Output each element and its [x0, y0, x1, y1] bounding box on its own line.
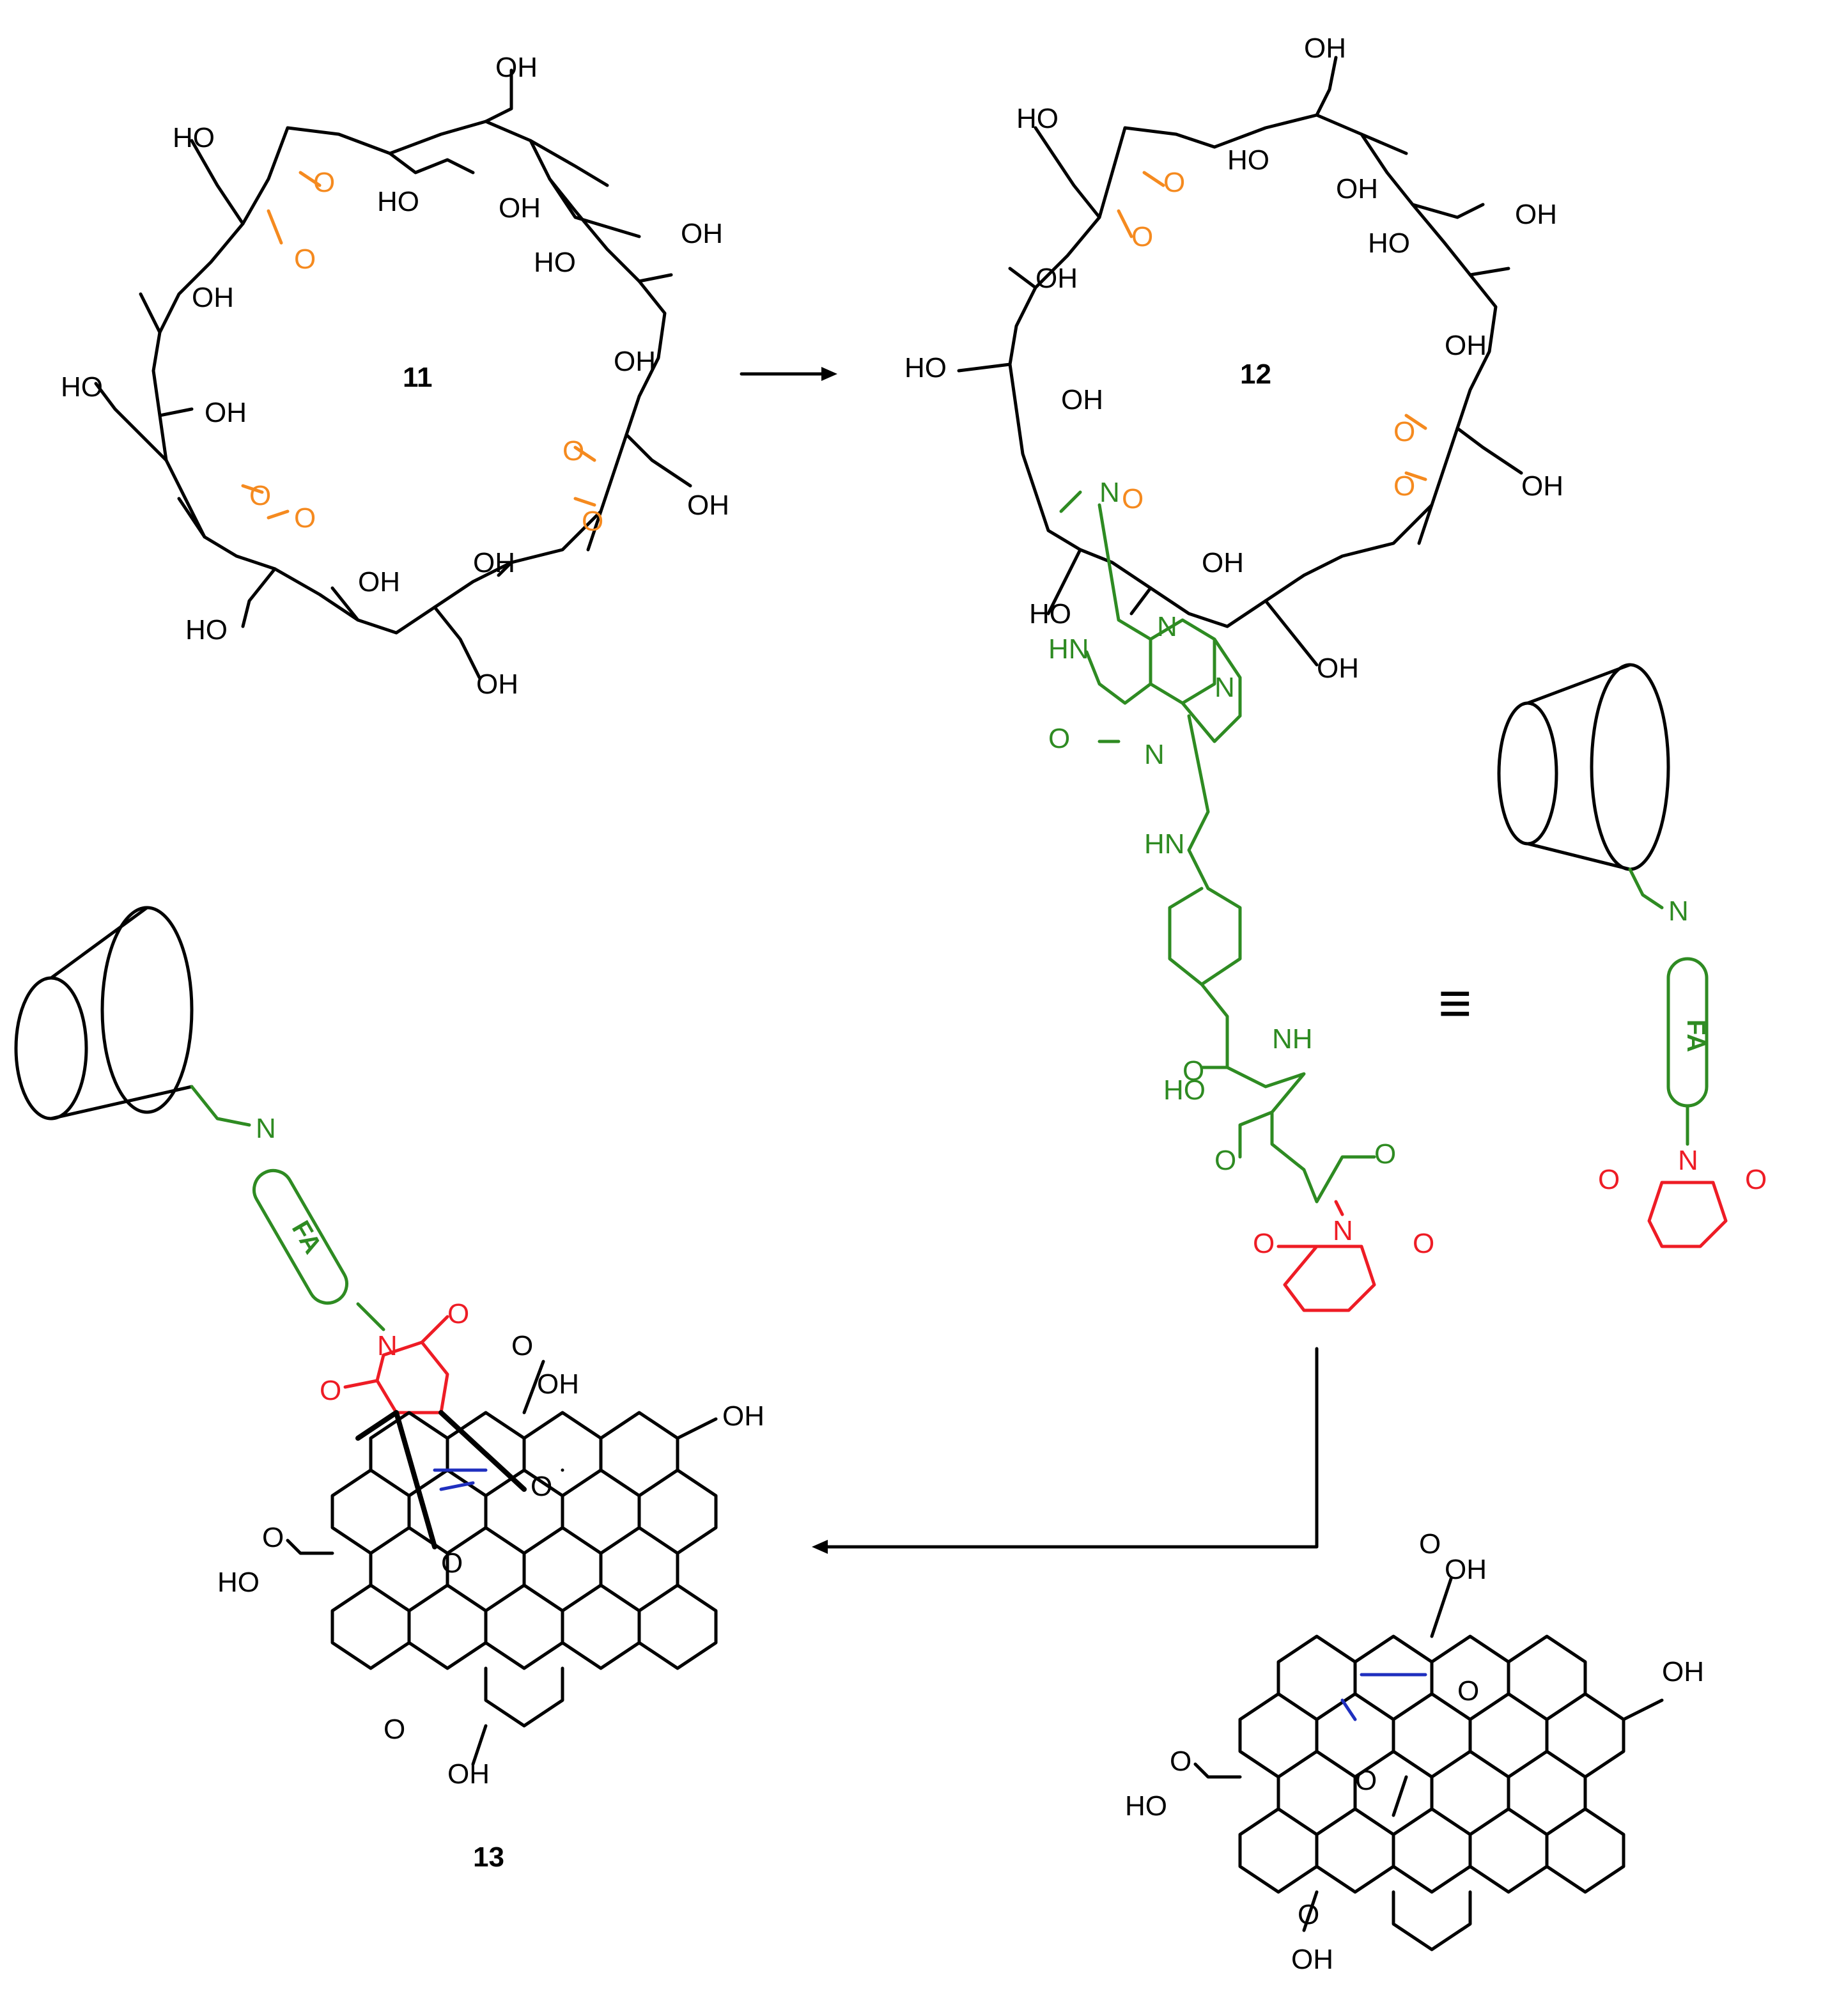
aldehyde-o-label: O: [582, 506, 603, 537]
cartoon-maleimide-n-label: N: [1678, 1145, 1698, 1176]
cartoon-imine-n-label: N: [1668, 896, 1689, 927]
epoxide-o-label: O: [531, 1471, 552, 1502]
cooh-ho-label: HO: [217, 1567, 260, 1598]
cooh-oh-label: OH: [1291, 1944, 1333, 1975]
oh-label: OH: [1662, 1656, 1704, 1687]
fa-label: FA: [286, 1216, 327, 1259]
ho-label: HO: [1029, 598, 1071, 630]
oh-label: OH: [1515, 199, 1557, 230]
ho-label: HO: [1227, 144, 1269, 176]
nh-label: NH: [1272, 1023, 1313, 1055]
imine-n-label: N: [1099, 477, 1120, 508]
oh-label: OH: [1317, 653, 1359, 684]
succinimide-o-label: O: [320, 1375, 341, 1406]
n-label: N: [1144, 739, 1165, 770]
oh-label: OH: [499, 192, 541, 224]
oh-label: OH: [1304, 33, 1346, 64]
oh-label: OH: [473, 547, 515, 578]
ho-label: HO: [904, 352, 947, 384]
o-label: O: [1048, 723, 1070, 754]
n-label: N: [1157, 611, 1177, 642]
cooh-ho-label: HO: [1125, 1790, 1167, 1822]
reaction-arrow-1: [740, 367, 837, 381]
compound-11-cyclodextrin: HO HO OH OH OH HO OH OH OH OH OH HO HO O…: [61, 52, 729, 700]
n-label: N: [1214, 672, 1235, 703]
cooh-o-label: O: [511, 1330, 533, 1361]
aldehyde-o-label: O: [249, 480, 271, 511]
equivalence-sign: ≡: [1438, 972, 1472, 1035]
ho-label: HO: [534, 247, 576, 278]
cooh-o-label: O: [1170, 1746, 1191, 1777]
ho-label: HO: [185, 614, 228, 646]
epoxide-o-label: O: [1457, 1675, 1479, 1707]
maleimide-o-label: O: [1253, 1228, 1275, 1259]
epoxide-o-label: O: [441, 1547, 463, 1579]
oh-label: OH: [1445, 330, 1487, 361]
reaction-arrow-2: [812, 1347, 1319, 1554]
oh-label: OH: [687, 490, 729, 521]
imine-n-label: N: [256, 1113, 276, 1144]
aldehyde-o-label: O: [1163, 167, 1185, 198]
oh-label: OH: [476, 669, 518, 700]
aldehyde-o-label: O: [1122, 483, 1144, 515]
ho-label: HO: [61, 371, 103, 403]
o-label: O: [1214, 1145, 1236, 1176]
compound-number-11: 11: [403, 362, 433, 393]
compound-number-12: 12: [1240, 359, 1271, 390]
cooh-o-label: O: [384, 1714, 405, 1745]
compound-12-cd-folate-maleimide: HO OH HO OH OH HO OH OH OH OH HO HO OH O…: [904, 33, 1563, 1312]
aldehyde-o-label: O: [294, 502, 316, 534]
hn-label: HN: [1144, 828, 1185, 860]
cooh-oh-label: OH: [1445, 1554, 1487, 1585]
hn-label: HN: [1048, 633, 1089, 665]
aldehyde-o-label: O: [313, 167, 335, 198]
fa-label: FA: [1682, 1020, 1710, 1052]
oh-label: OH: [1202, 547, 1244, 578]
cooh-oh-label: OH: [537, 1369, 579, 1400]
compound-number-13: 13: [473, 1842, 504, 1873]
succinimide-n-label: N: [377, 1330, 398, 1361]
cooh-o-label: O: [262, 1522, 284, 1553]
ho-label: HO: [1368, 228, 1410, 259]
oh-label: OH: [1336, 173, 1378, 205]
aldehyde-o-label: O: [562, 435, 584, 467]
cooh-o-label: O: [1419, 1528, 1441, 1560]
aldehyde-o-label: O: [294, 244, 316, 275]
o-label: O: [1183, 1055, 1204, 1087]
oh-label: OH: [1036, 263, 1078, 294]
oh-label: OH: [192, 282, 234, 313]
ho-label: HO: [1163, 1074, 1206, 1106]
cooh-oh-label: OH: [447, 1758, 490, 1790]
oh-label: OH: [205, 397, 247, 428]
oh-label: OH: [722, 1400, 764, 1432]
maleimide-o-label: O: [1413, 1228, 1434, 1259]
oh-label: OH: [681, 218, 723, 249]
epoxide-o-label: O: [1355, 1765, 1377, 1796]
oh-label: OH: [1061, 384, 1103, 415]
oh-label: OH: [495, 52, 538, 83]
ho-label: HO: [377, 186, 419, 217]
oh-label: OH: [358, 566, 400, 598]
succinimide-o-label: O: [447, 1298, 469, 1330]
oh-label: OH: [1521, 470, 1563, 502]
compound-13-conjugate: N FA N O O OH O OH O O HO O OH O 13: [14, 906, 764, 1873]
oh-label: HO: [173, 122, 215, 153]
maleimide-n-label: N: [1333, 1215, 1353, 1246]
cartoon-maleimide-o-label: O: [1745, 1164, 1767, 1195]
o-label: O: [1374, 1138, 1396, 1170]
cooh-o-label: O: [1298, 1899, 1319, 1930]
cartoon-cd-fa-maleimide: N FA N O O: [1497, 663, 1767, 1248]
aldehyde-o-label: O: [1393, 470, 1415, 502]
graphene-oxide-sheet: OH O OH O O HO O OH O: [1125, 1528, 1704, 1975]
cartoon-maleimide-o-label: O: [1598, 1164, 1620, 1195]
ho-label: HO: [1016, 103, 1059, 134]
aldehyde-o-label: O: [1393, 416, 1415, 447]
oh-label: OH: [614, 346, 656, 377]
aldehyde-o-label: O: [1131, 221, 1153, 252]
